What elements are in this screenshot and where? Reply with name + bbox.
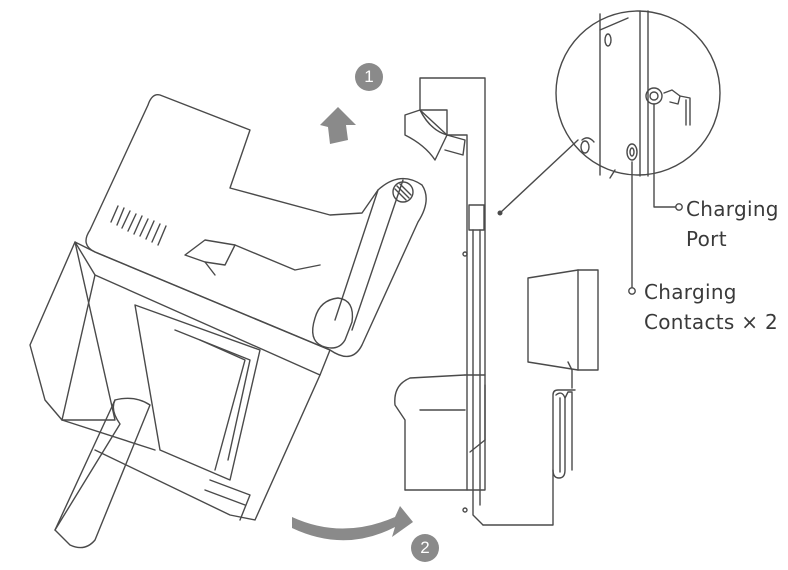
charging-contacts-label: Charging Contacts × 2 [644, 277, 778, 337]
charging-contacts-label-line2: Contacts × 2 [644, 310, 779, 334]
step-one-badge: 1 [355, 63, 383, 91]
arrow-up-icon [320, 107, 356, 144]
step-two-badge: 2 [411, 534, 439, 562]
charging-port-label-line2: Port [686, 227, 727, 251]
vacuum-cleaner-body [29, 94, 427, 549]
charging-contacts-label-line1: Charging [644, 280, 737, 304]
curved-arrow-icon [292, 506, 413, 541]
charging-port-label: Charging Port [686, 194, 779, 254]
charging-port-label-line1: Charging [686, 197, 779, 221]
callout-leader-line [499, 139, 579, 214]
power-adapter [482, 269, 599, 526]
wall-mount-bracket [394, 77, 486, 526]
charging-port-callout-line [653, 103, 677, 208]
magnified-inset [555, 10, 721, 179]
